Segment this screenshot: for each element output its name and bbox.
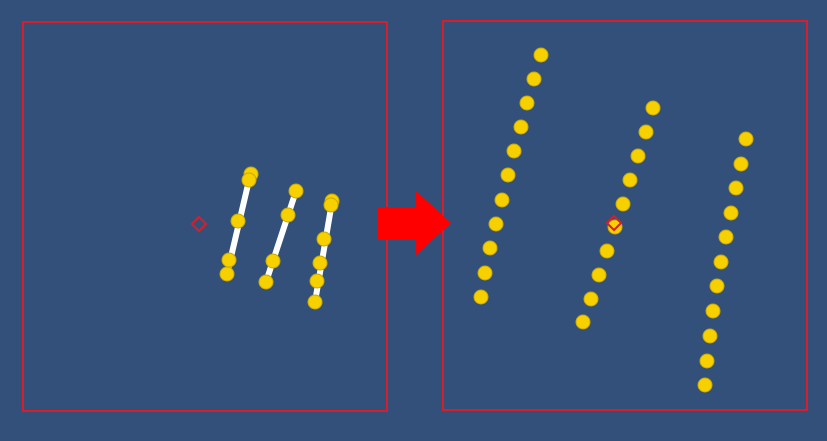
spread-dot bbox=[591, 267, 607, 283]
left-segment-2 bbox=[258, 183, 304, 290]
spread-dot bbox=[599, 243, 615, 259]
spread-dot bbox=[718, 229, 734, 245]
cluster-dot bbox=[265, 253, 281, 269]
left-segment-3 bbox=[307, 193, 340, 310]
spread-dot bbox=[713, 254, 729, 270]
spread-dot bbox=[699, 353, 715, 369]
right-arrow-icon bbox=[377, 190, 451, 256]
spread-dot bbox=[494, 192, 510, 208]
spread-dot bbox=[575, 314, 591, 330]
cluster-dot bbox=[288, 183, 304, 199]
spread-dot bbox=[506, 143, 522, 159]
spread-dot bbox=[630, 148, 646, 164]
spread-dot bbox=[533, 47, 549, 63]
cluster-dot bbox=[230, 213, 246, 229]
spread-dot bbox=[526, 71, 542, 87]
spread-dot bbox=[622, 172, 638, 188]
spread-dot bbox=[728, 180, 744, 196]
segment-line bbox=[263, 188, 299, 285]
cluster-dot bbox=[258, 274, 274, 290]
spread-dot bbox=[705, 303, 721, 319]
spread-dot bbox=[607, 219, 623, 235]
diamond-marker-icon bbox=[190, 215, 208, 233]
spread-dot bbox=[733, 156, 749, 172]
spread-dot bbox=[638, 124, 654, 140]
spread-dot bbox=[488, 216, 504, 232]
cluster-dot bbox=[241, 172, 257, 188]
spread-dot bbox=[702, 328, 718, 344]
spread-dot bbox=[645, 100, 661, 116]
cluster-dot bbox=[309, 273, 325, 289]
cluster-dot bbox=[307, 294, 323, 310]
spread-dot bbox=[709, 278, 725, 294]
cluster-dot bbox=[312, 255, 328, 271]
left-segment-1 bbox=[219, 166, 259, 282]
spread-dot bbox=[473, 289, 489, 305]
spread-dot bbox=[500, 167, 516, 183]
right-panel-frame bbox=[442, 20, 808, 411]
spread-dot bbox=[519, 95, 535, 111]
spread-dot bbox=[513, 119, 529, 135]
right-column-2 bbox=[575, 100, 661, 330]
spread-dot bbox=[615, 196, 631, 212]
right-panel bbox=[442, 20, 808, 411]
spread-dot bbox=[723, 205, 739, 221]
left-panel bbox=[22, 21, 388, 412]
spread-dot bbox=[583, 291, 599, 307]
right-column-3 bbox=[697, 131, 754, 393]
cluster-dot bbox=[323, 197, 339, 213]
spread-dot bbox=[477, 265, 493, 281]
cluster-dot bbox=[316, 231, 332, 247]
spread-dot bbox=[697, 377, 713, 393]
cluster-dot bbox=[221, 252, 237, 268]
diamond-marker-icon bbox=[605, 214, 623, 232]
spread-dot bbox=[482, 240, 498, 256]
cluster-dot bbox=[219, 266, 235, 282]
cluster-dot bbox=[280, 207, 296, 223]
spread-dot bbox=[738, 131, 754, 147]
right-column-1 bbox=[473, 47, 549, 305]
